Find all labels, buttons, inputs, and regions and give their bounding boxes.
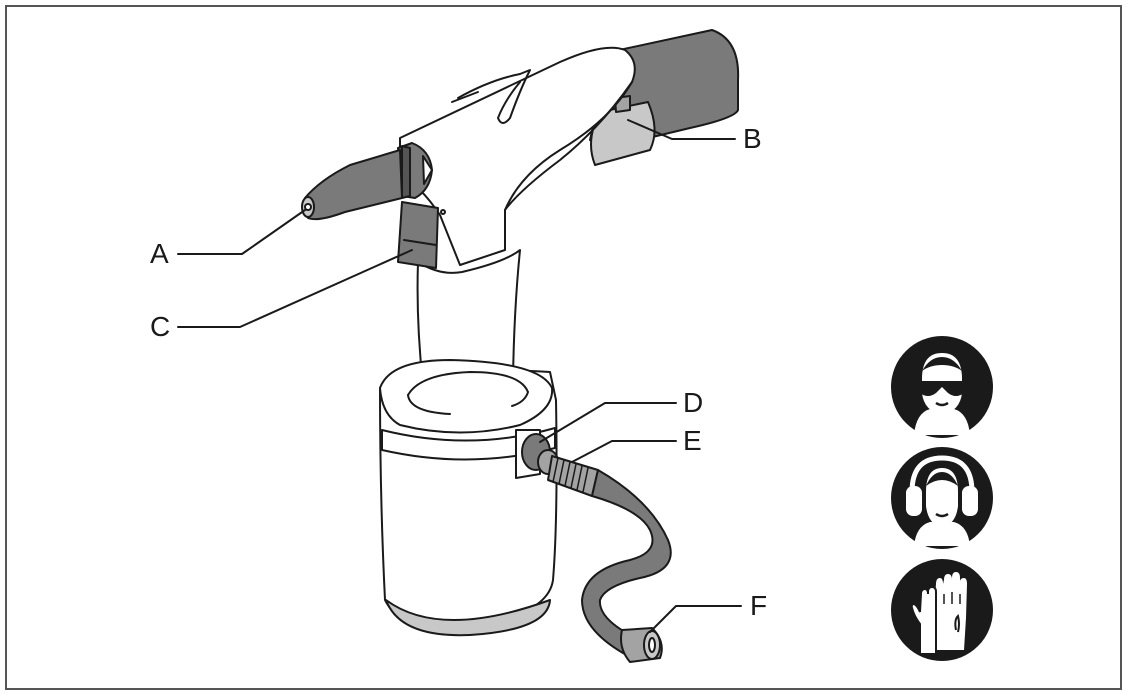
leader-line-c — [177, 249, 413, 328]
ear-protection-icon — [891, 447, 993, 549]
leader-line-a — [177, 209, 306, 255]
leader-line-d — [539, 402, 677, 443]
callout-b: B — [743, 123, 762, 154]
protective-gloves-icon — [891, 559, 993, 661]
reservoir-band — [381, 427, 556, 461]
callout-e: E — [683, 425, 702, 456]
callout-d: D — [683, 387, 704, 418]
leader-line-e — [571, 440, 677, 463]
trigger — [397, 201, 439, 269]
callout-f: F — [750, 590, 768, 621]
reservoir-top — [379, 359, 554, 434]
callout-c: C — [150, 311, 171, 342]
nose-cone — [304, 149, 403, 221]
callout-a: A — [150, 238, 169, 269]
leader-line-f — [649, 605, 742, 633]
leader-line-b — [627, 119, 736, 140]
tool-handle — [416, 249, 521, 386]
safety-glasses-icon — [891, 336, 993, 438]
